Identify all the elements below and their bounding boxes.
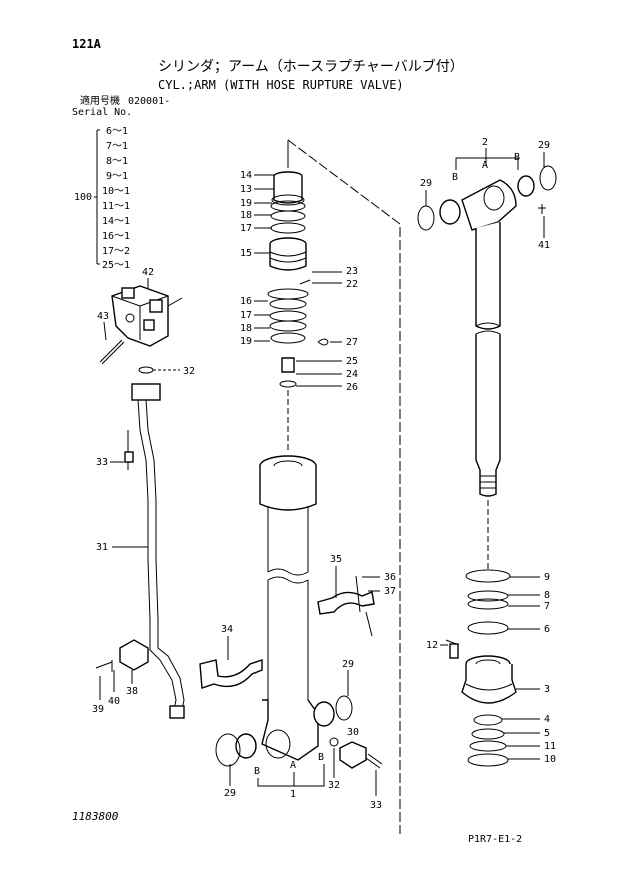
- valve-30: [329, 737, 383, 769]
- piston-rod: [417, 165, 557, 497]
- dash-boundary: [287, 139, 401, 834]
- label-A-bottom: A: [290, 760, 296, 771]
- qty-row: 10～1: [102, 186, 130, 197]
- label-B-bottom-left: B: [254, 766, 260, 777]
- pipe-31: [131, 383, 185, 719]
- callout-3: 3: [544, 684, 550, 695]
- qty-row: 9～1: [106, 171, 128, 182]
- bolt-43: [99, 339, 125, 365]
- qty-row: 7～1: [106, 141, 128, 152]
- callout-17-b: 17: [240, 310, 252, 321]
- callout-41: 41: [538, 240, 550, 251]
- label-B-top-left: B: [452, 172, 458, 183]
- callout-9: 9: [544, 572, 550, 583]
- callout-11: 11: [544, 741, 556, 752]
- callout-2: 2: [482, 137, 488, 148]
- bracket-2: [455, 148, 519, 170]
- callout-1: 1: [290, 789, 296, 800]
- callout-29-d: 29: [224, 788, 236, 799]
- qty-row: 17～2: [102, 246, 130, 257]
- qty-row: 6～1: [106, 126, 128, 137]
- callout-36: 36: [384, 572, 396, 583]
- label-B-top-right: B: [514, 152, 520, 163]
- qty-row: 8～1: [106, 156, 128, 167]
- title-english: CYL.;ARM (WITH HOSE RUPTURE VALVE): [158, 78, 404, 92]
- hose-rupture-valve: [111, 285, 183, 374]
- callout-38: 38: [126, 686, 138, 697]
- callout-4: 4: [544, 714, 550, 725]
- drawing-number: 1183800: [72, 810, 119, 823]
- callout-39: 39: [92, 704, 104, 715]
- bolt-33: [124, 430, 134, 470]
- callout-18-a: 18: [240, 210, 252, 221]
- callout-13: 13: [240, 184, 252, 195]
- piston-3: [445, 639, 517, 704]
- qty-group-label: 100: [74, 192, 92, 203]
- band-34: [199, 659, 263, 689]
- callout-40: 40: [108, 696, 120, 707]
- callout-18-b: 18: [240, 323, 252, 334]
- qty-rows: 6～1 7～1 8～1 9～1 10～1 11～1 14～1 16～1 17～2…: [102, 126, 130, 271]
- callout-34: 34: [221, 624, 233, 635]
- callout-12: 12: [426, 640, 438, 651]
- clamp-38: [95, 639, 149, 672]
- callout-26: 26: [346, 382, 358, 393]
- qty-row: 16～1: [102, 231, 130, 242]
- callout-5: 5: [544, 728, 550, 739]
- callout-15: 15: [240, 248, 252, 259]
- serial-label-jp: 適用号機: [80, 94, 120, 107]
- callout-14: 14: [240, 170, 252, 181]
- piston-seals: [465, 569, 511, 635]
- callout-42: 42: [142, 267, 154, 278]
- callout-10: 10: [544, 754, 556, 765]
- callout-33-b: 33: [370, 800, 382, 811]
- callout-27: 27: [346, 337, 358, 348]
- callout-16: 16: [240, 296, 252, 307]
- callout-33-a: 33: [96, 457, 108, 468]
- qty-bracket: [94, 129, 100, 265]
- callout-32-a: 32: [183, 366, 195, 377]
- callout-6: 6: [544, 624, 550, 635]
- callout-19-b: 19: [240, 336, 252, 347]
- page-code: 121A: [72, 37, 102, 51]
- callout-29-a: 29: [538, 140, 550, 151]
- callout-43: 43: [97, 311, 109, 322]
- title-japanese: シリンダ；アーム（ホースラプチャーバルブ付）: [158, 58, 464, 75]
- callout-19-a: 19: [240, 198, 252, 209]
- bracket-1: [257, 764, 325, 787]
- piston-lower-seals: [467, 714, 509, 767]
- page-reference: P1R7-E1-2: [468, 834, 522, 845]
- callout-31: 31: [96, 542, 108, 553]
- callout-8: 8: [544, 590, 550, 601]
- callout-22: 22: [346, 279, 358, 290]
- callout-7: 7: [544, 601, 550, 612]
- label-B-bottom-right: B: [318, 752, 324, 763]
- serial-label-en: Serial No.: [72, 107, 132, 118]
- cylinder-tube: [215, 455, 353, 767]
- qty-row: 11～1: [102, 201, 130, 212]
- callout-37: 37: [384, 586, 396, 597]
- callout-29-b: 29: [420, 178, 432, 189]
- band-35: [317, 575, 375, 637]
- callout-24: 24: [346, 369, 358, 380]
- qty-row: 14～1: [102, 216, 130, 227]
- serial-value: 020001-: [128, 96, 170, 107]
- callout-23: 23: [346, 266, 358, 277]
- callout-25: 25: [346, 356, 358, 367]
- qty-row: 25～1: [102, 260, 130, 271]
- cylinder-head-stack: [267, 171, 329, 388]
- callout-30: 30: [347, 727, 359, 738]
- callout-35: 35: [330, 554, 342, 565]
- callout-32-b: 32: [328, 780, 340, 791]
- label-A-top: A: [482, 160, 488, 171]
- callout-29-c: 29: [342, 659, 354, 670]
- callout-17-a: 17: [240, 223, 252, 234]
